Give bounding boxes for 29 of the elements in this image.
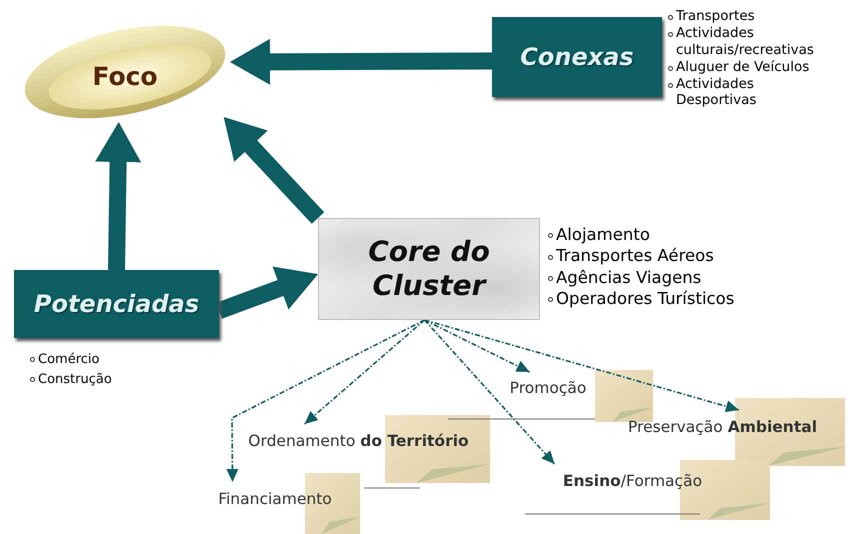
core-box — [318, 218, 540, 320]
list-item: Alojamento — [548, 224, 734, 246]
dashed-arrow — [226, 319, 425, 482]
list-item: Actividades culturais/recreativas — [668, 24, 826, 59]
topic-text: Ordenamento do Território — [248, 432, 469, 450]
block-arrow — [224, 117, 324, 224]
list-item: Aluguer de Veículos — [668, 58, 826, 76]
node-title: Conexas — [520, 43, 634, 71]
topic-text: Financiamento — [218, 490, 332, 508]
block-arrow — [95, 122, 142, 270]
list-item: Actividades Desportivas — [668, 76, 826, 110]
block-arrow — [230, 38, 492, 85]
node-title: Core do Cluster — [367, 235, 491, 303]
category-box — [14, 270, 219, 338]
list-item: Construção — [30, 370, 112, 389]
node-title: Potenciadas — [34, 290, 200, 318]
category-box — [492, 17, 662, 97]
dashed-arrow — [424, 319, 556, 465]
list-item: Transportes Aéreos — [548, 245, 734, 267]
dashed-arrow — [424, 319, 530, 373]
node-title: Foco — [92, 62, 158, 90]
dashed-arrow — [304, 319, 426, 425]
topic-text: Preservação Ambiental — [628, 418, 818, 436]
list-item: Comércio — [30, 350, 112, 370]
list-item: Agências Viagens — [548, 266, 734, 288]
topic-text: Promoção — [510, 379, 586, 397]
list-item: Operadores Turísticos — [548, 288, 734, 310]
list-item: Transportes — [668, 8, 826, 25]
topic-text: Ensino/Formação — [562, 472, 702, 490]
